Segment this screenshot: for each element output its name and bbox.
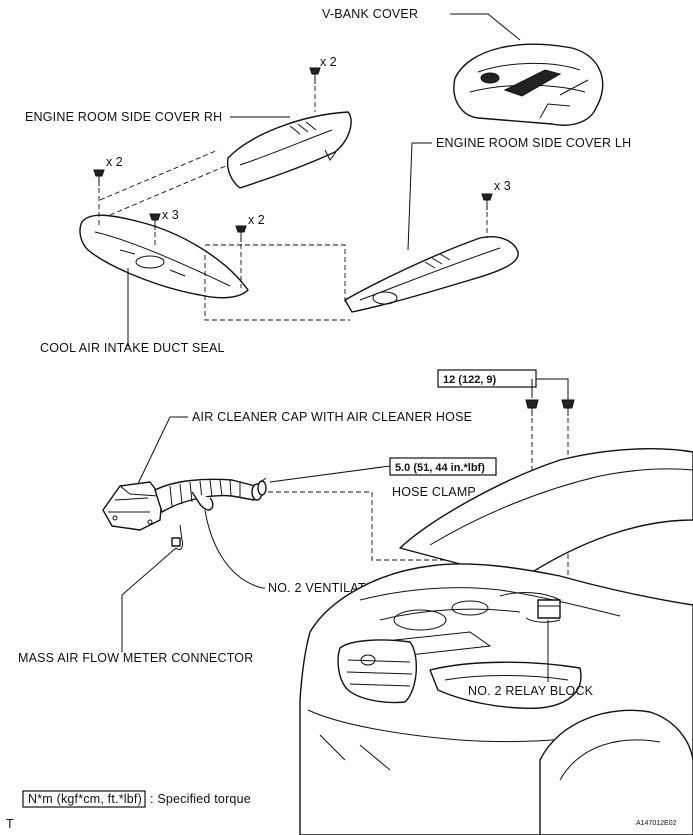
mass-air-flow-meter-connector-label: MASS AIR FLOW METER CONNECTOR	[18, 651, 253, 665]
cool-air-intake-duct-seal-label: COOL AIR INTAKE DUCT SEAL	[40, 341, 225, 355]
air-cleaner-cap-label: AIR CLEANER CAP WITH AIR CLEANER HOSE	[192, 410, 472, 424]
clip-icon	[235, 225, 247, 242]
engine-room-side-cover-lh-part	[344, 236, 519, 313]
vehicle-front-illustration	[299, 448, 693, 835]
hose-clamp-torque-value: 5.0 (51, 44 in.*lbf)	[395, 462, 485, 474]
clip-icon	[481, 193, 493, 210]
bolt-icon	[525, 399, 539, 416]
engine-room-side-cover-rh-part	[226, 111, 352, 189]
rh-cover-clip-quantity: x 2	[320, 55, 337, 69]
mass-air-flow-meter-connector-part	[171, 524, 183, 551]
torque-legend-box	[22, 790, 146, 808]
hose-clamp-part	[257, 477, 267, 496]
hose-clamp-label: HOSE CLAMP	[392, 485, 476, 499]
v-bank-cover-label: V-BANK COVER	[322, 7, 418, 21]
v-bank-cover-part	[453, 43, 604, 126]
engine-room-side-cover-rh-label: ENGINE ROOM SIDE COVER RH	[25, 110, 222, 124]
air-cleaner-hose-part	[154, 478, 263, 513]
air-cleaner-cap-part	[102, 481, 163, 531]
clip-icon	[149, 213, 161, 230]
torque-legend-unit: N*m (kgf*cm, ft.*lbf)	[28, 792, 142, 806]
clip-icon	[93, 169, 105, 186]
cool-air-intake-duct-seal-part	[79, 214, 249, 299]
figure-id: A147012E02	[636, 820, 677, 827]
clip-icon	[309, 67, 321, 84]
relay-block-torque-value: 12 (122, 9)	[443, 374, 497, 386]
lh-cover-clip-quantity: x 3	[494, 179, 511, 193]
duct-seal-right-clip-quantity: x 2	[248, 213, 265, 227]
engine-room-side-cover-lh-label: ENGINE ROOM SIDE COVER LH	[436, 136, 631, 150]
torque-legend-description: : Specified torque	[150, 792, 251, 806]
ventilation-hose-part	[191, 491, 214, 511]
duct-seal-left-clip-quantity: x 2	[106, 155, 123, 169]
bolt-icon	[561, 399, 575, 416]
duct-seal-middle-clip-quantity: x 3	[162, 208, 179, 222]
corner-mark: T	[6, 817, 14, 831]
no2-relay-block-label: NO. 2 RELAY BLOCK	[468, 684, 594, 698]
